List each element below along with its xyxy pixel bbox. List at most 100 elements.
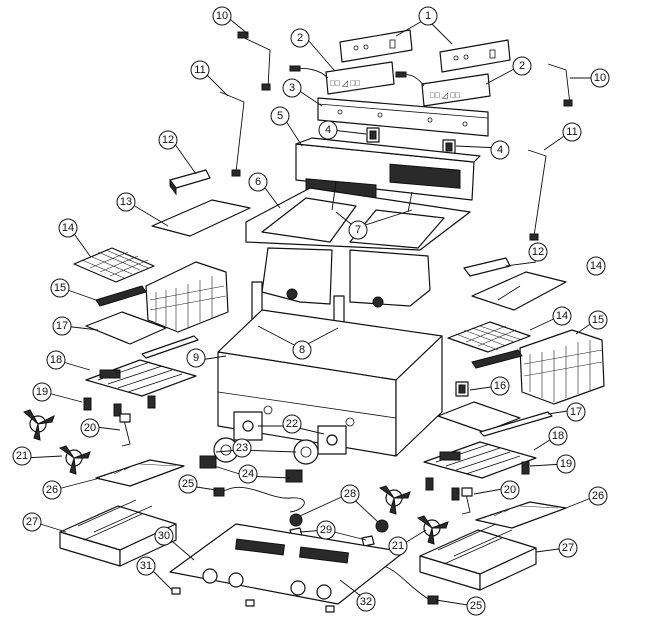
callout-number: 2 <box>519 60 525 72</box>
callout-number: 21 <box>392 540 404 552</box>
callout-number: 8 <box>299 344 305 356</box>
callout-number: 20 <box>504 484 516 496</box>
callout-number: 9 <box>193 352 199 364</box>
callout-4: 4 <box>318 120 338 140</box>
callout-number: 25 <box>470 600 482 612</box>
callout-number: 12 <box>162 134 174 146</box>
callout-bubble <box>558 538 578 558</box>
callout-5: 5 <box>270 106 290 126</box>
callout-number: 26 <box>592 490 604 502</box>
svg-text:□□ ◿ □□: □□ ◿ □□ <box>330 79 360 88</box>
callout-12: 12 <box>158 130 178 150</box>
callout-bubble <box>356 592 376 612</box>
callout-bubble <box>562 122 582 142</box>
callout-bubble <box>588 486 608 506</box>
callout-bubble <box>238 464 258 484</box>
callout-number: 6 <box>255 176 261 188</box>
sensor-cable-right <box>547 63 573 107</box>
callout-10: 10 <box>212 6 232 26</box>
callout-number: 17 <box>570 406 582 418</box>
callout-number: 23 <box>236 442 248 454</box>
callout-number: 20 <box>84 422 96 434</box>
callout-bubble <box>58 218 78 238</box>
callout-number: 27 <box>26 516 38 528</box>
callout-number: 31 <box>140 560 152 572</box>
basket-hanger-left <box>169 169 211 196</box>
callout-11: 11 <box>190 60 210 80</box>
callout-number: 25 <box>182 478 194 490</box>
callout-bubble <box>32 382 52 402</box>
fry-basket-right <box>471 329 605 405</box>
callout-4: 4 <box>490 140 510 160</box>
wire-clamp-right <box>461 487 473 515</box>
power-cord-left <box>213 486 305 513</box>
callout-bubble <box>552 306 572 326</box>
cover-plate-left <box>151 199 251 237</box>
callout-bubble <box>178 474 198 494</box>
callout-number: 11 <box>194 64 205 76</box>
callout-20: 20 <box>80 418 100 438</box>
callout-2: 2 <box>512 56 532 76</box>
callout-26: 26 <box>42 480 62 500</box>
callout-number: 32 <box>360 596 372 608</box>
callout-27: 27 <box>22 512 42 532</box>
callout-bubble <box>46 350 66 370</box>
callout-24: 24 <box>238 464 258 484</box>
callout-30: 30 <box>154 526 174 546</box>
callout-20: 20 <box>500 480 520 500</box>
support-grid-right <box>447 321 531 353</box>
callout-17: 17 <box>566 402 586 422</box>
callout-number: 14 <box>590 260 602 272</box>
control-bracket <box>317 97 489 137</box>
callout-16: 16 <box>490 376 510 396</box>
callout-number: 15 <box>54 282 66 294</box>
callout-32: 32 <box>356 592 376 612</box>
callout-number: 22 <box>286 418 298 430</box>
callout-28: 28 <box>340 484 360 504</box>
callout-bubble <box>490 140 510 160</box>
callout-22: 22 <box>282 414 302 434</box>
callout-27: 27 <box>558 538 578 558</box>
probe-cable-left <box>219 91 245 177</box>
lid-left <box>85 311 199 359</box>
callout-bubble <box>340 484 360 504</box>
drain-valves <box>199 455 303 483</box>
thermostat-right <box>442 139 456 155</box>
callout-21: 21 <box>388 536 408 556</box>
callout-number: 28 <box>344 488 356 500</box>
callout-bubble <box>12 446 32 466</box>
callout-bubble <box>316 520 336 540</box>
callout-29: 29 <box>316 520 336 540</box>
callout-6: 6 <box>248 172 268 192</box>
callout-number: 14 <box>62 222 74 234</box>
callout-number: 29 <box>320 524 332 536</box>
callout-bubble <box>270 106 290 126</box>
display-board-right: □□ ◿ □□ <box>395 71 491 107</box>
callout-number: 11 <box>566 126 577 138</box>
heating-element-left <box>85 359 197 397</box>
callout-bubble <box>154 526 174 546</box>
callout-bubble <box>556 454 576 474</box>
callout-bubble <box>586 256 606 276</box>
callout-bubble <box>466 596 486 616</box>
callout-number: 3 <box>289 82 295 94</box>
callout-number: 30 <box>158 530 170 542</box>
callout-bubble <box>348 220 368 240</box>
callout-18: 18 <box>46 350 66 370</box>
callout-bubble <box>292 340 312 360</box>
callout-bubble <box>512 56 532 76</box>
callout-26: 26 <box>588 486 608 506</box>
callout-bubble <box>282 414 302 434</box>
callout-number: 7 <box>355 224 361 236</box>
callout-number: 26 <box>46 484 58 496</box>
svg-text:□□ ◿ □□: □□ ◿ □□ <box>430 91 460 100</box>
callout-number: 21 <box>16 450 28 462</box>
callout-bubble <box>190 60 210 80</box>
callout-bubble <box>282 78 302 98</box>
callout-number: 13 <box>120 196 132 208</box>
callout-bubble <box>42 480 62 500</box>
callout-bubble <box>248 172 268 192</box>
callout-bubble <box>590 68 610 88</box>
callout-bubble <box>80 418 100 438</box>
